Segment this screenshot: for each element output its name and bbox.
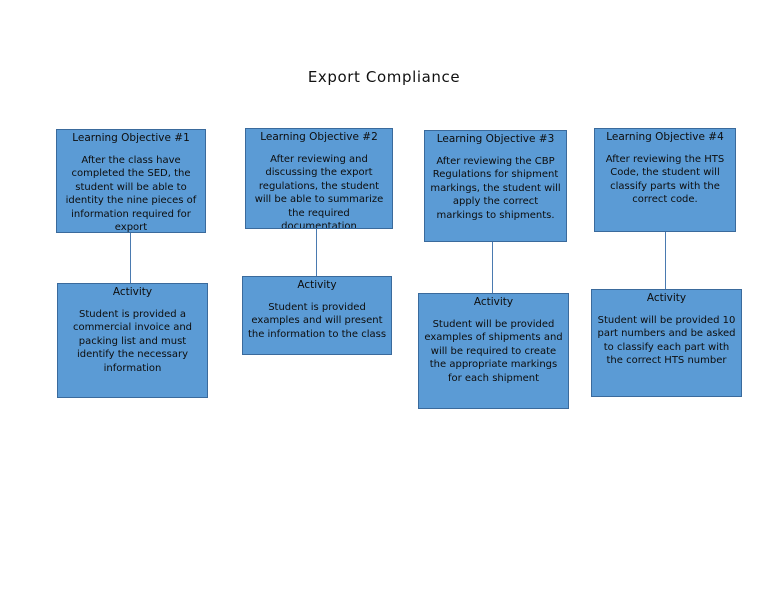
learning-objective-2-heading: Learning Objective #2 bbox=[260, 131, 378, 143]
learning-objective-4-box: Learning Objective #4 After reviewing th… bbox=[594, 128, 736, 232]
activity-3-text: Student will be provided examples of shi… bbox=[424, 318, 563, 384]
connector-2 bbox=[316, 229, 317, 276]
activity-2-text: Student is provided examples and will pr… bbox=[247, 301, 387, 340]
learning-objective-2-text: After reviewing and discussing the expor… bbox=[254, 153, 384, 229]
activity-2-heading: Activity bbox=[297, 279, 337, 291]
activity-3-heading: Activity bbox=[473, 296, 514, 308]
learning-objective-3-text: After reviewing the CBP Regulations for … bbox=[430, 155, 561, 221]
learning-objective-3-box: Learning Objective #3 After reviewing th… bbox=[424, 130, 567, 242]
learning-objective-2-box: Learning Objective #2 After reviewing an… bbox=[245, 128, 393, 229]
activity-4-heading: Activity bbox=[646, 292, 687, 304]
learning-objective-1-heading: Learning Objective #1 bbox=[72, 132, 190, 144]
activity-1-heading: Activity bbox=[112, 286, 153, 298]
learning-objective-1-box: Learning Objective #1 After the class ha… bbox=[56, 129, 206, 233]
activity-1-box: Activity Student is provided a commercia… bbox=[57, 283, 208, 398]
activity-3-box: Activity Student will be provided exampl… bbox=[418, 293, 569, 409]
learning-objective-1-text: After the class have completed the SED, … bbox=[65, 154, 197, 233]
activity-4-text: Student will be provided 10 part numbers… bbox=[597, 314, 736, 367]
learning-objective-4-heading: Learning Objective #4 bbox=[606, 131, 724, 143]
activity-4-box: Activity Student will be provided 10 par… bbox=[591, 289, 742, 397]
connector-3 bbox=[492, 242, 493, 293]
connector-1 bbox=[130, 233, 131, 283]
connector-4 bbox=[665, 232, 666, 289]
diagram-title: Export Compliance bbox=[307, 68, 461, 86]
learning-objective-4-text: After reviewing the HTS Code, the studen… bbox=[605, 153, 725, 206]
learning-objective-3-heading: Learning Objective #3 bbox=[436, 133, 555, 145]
activity-2-box: Activity Student is provided examples an… bbox=[242, 276, 392, 355]
activity-1-text: Student is provided a commercial invoice… bbox=[72, 308, 193, 374]
